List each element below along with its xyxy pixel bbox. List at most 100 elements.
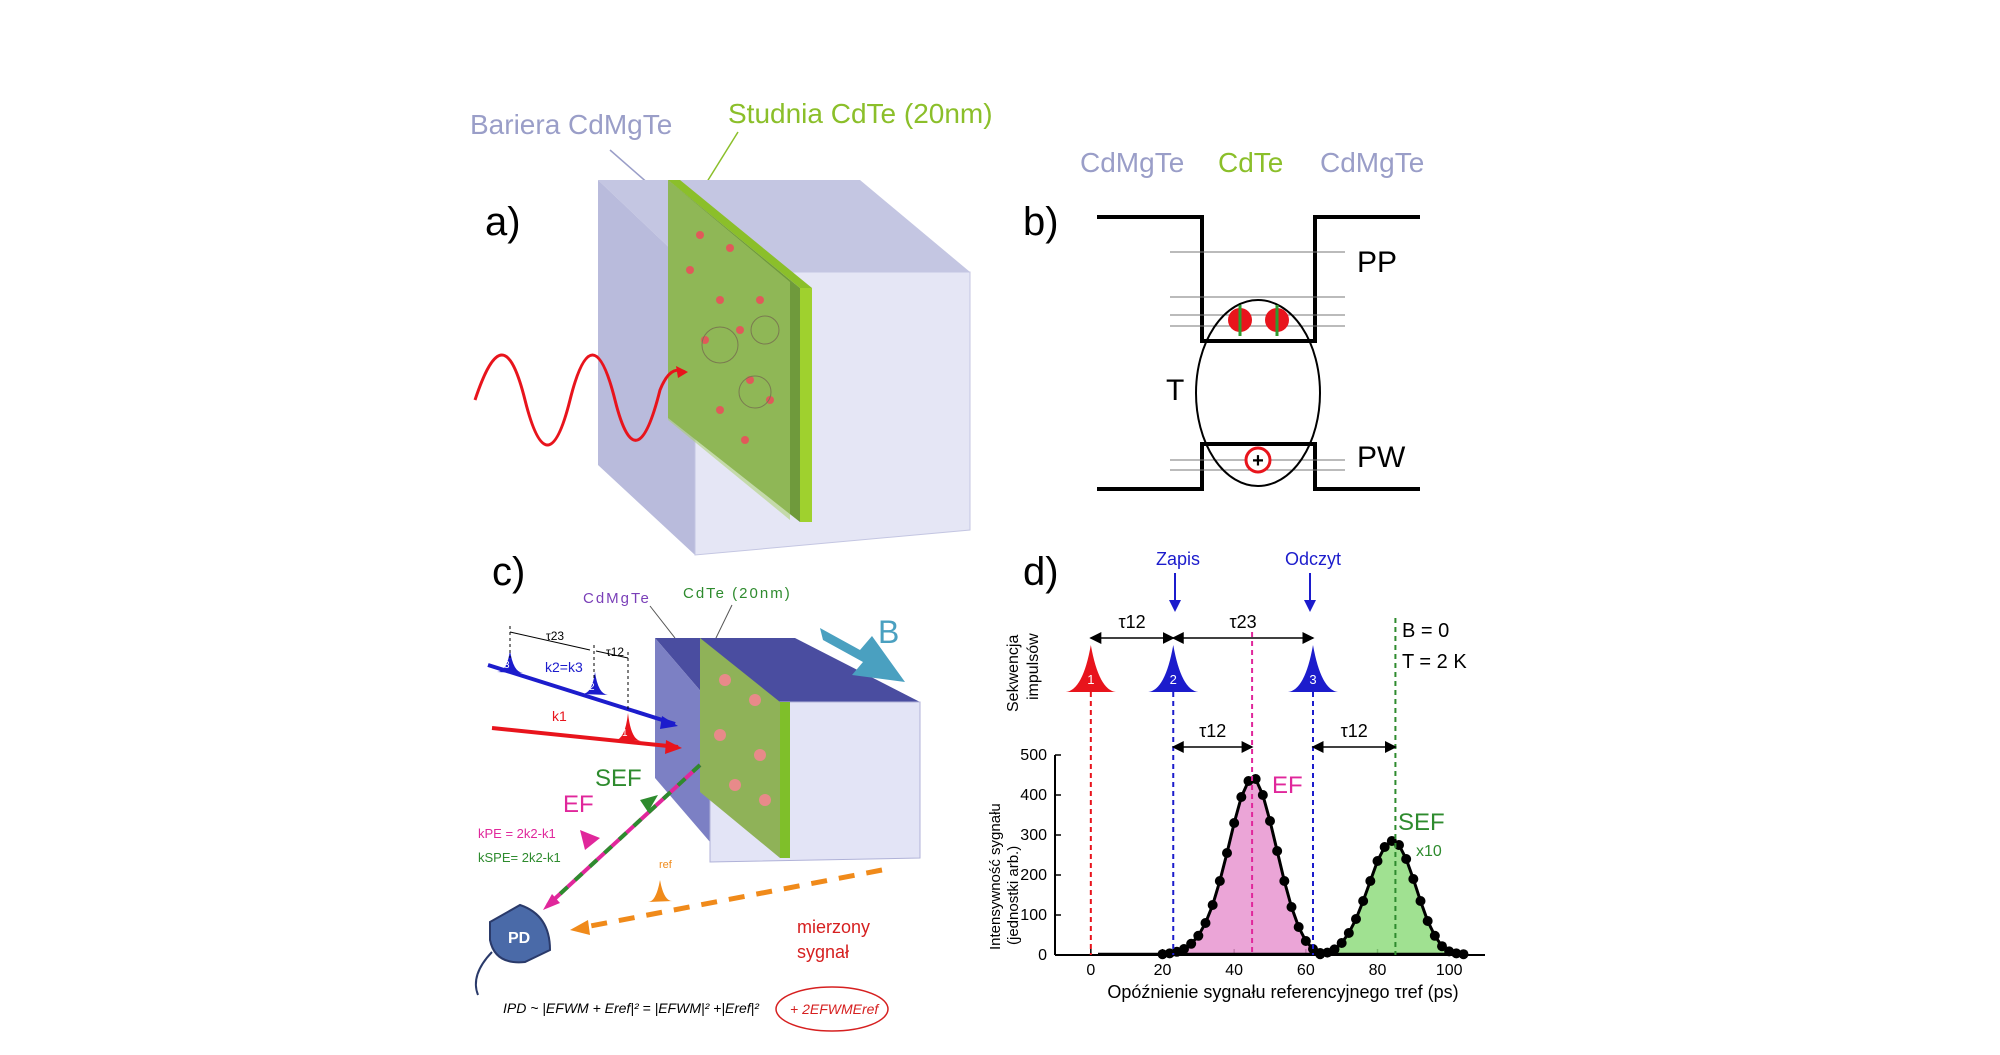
panel-b-letter: b) [1023, 200, 1059, 244]
fwm-head [543, 894, 560, 910]
kspe-label: kSPE= 2k2-k1 [478, 850, 561, 865]
panel-d: d) Zapis Odczyt Sekwencja impulsów B = 0… [987, 549, 1485, 1002]
pd-label: PD [508, 930, 530, 947]
ef-tau12-label: τ12 [1199, 721, 1226, 741]
panel-c: c) CdMgTe CdTe (20nm) B k2=k3 k1 3 2 1 [474, 550, 921, 1032]
photodiode: PD [474, 903, 552, 996]
b-field-arrow [820, 628, 905, 682]
data-point [1365, 876, 1376, 886]
c-tau23: τ23 [546, 629, 564, 643]
well-leader-line [704, 131, 739, 186]
c-well-edge [780, 702, 790, 858]
cb-label: PP [1357, 246, 1397, 279]
seq-pulse-1-num: 1 [1087, 672, 1094, 687]
sef-beam [546, 763, 702, 907]
valence-band [1097, 442, 1420, 491]
data-point [1229, 818, 1240, 828]
y-tick-label: 500 [1020, 747, 1047, 764]
panel-d-letter: d) [1023, 550, 1059, 594]
light-wave [473, 353, 686, 447]
c-pulse-3 [497, 650, 523, 673]
data-point [1214, 876, 1225, 886]
seq-tau23-label: τ23 [1230, 612, 1257, 632]
seq-label-2: impulsów [1025, 633, 1042, 700]
ref-pulse [648, 880, 673, 902]
k2k3-label: k2=k3 [545, 659, 583, 675]
panel-b: b) CdMgTe CdTe CdMgTe + PP PW T [1023, 147, 1424, 491]
c-pulse-2 [582, 672, 608, 695]
hole-symbol: + [1252, 450, 1264, 472]
data-point [1293, 922, 1304, 932]
c-exciton-dots [714, 674, 771, 806]
y-tick-label: 100 [1020, 907, 1047, 924]
data-point [1458, 949, 1469, 960]
seq-tau12-label: τ12 [1118, 612, 1145, 632]
seq-pulse-2 [1148, 645, 1199, 692]
data-point [1193, 930, 1204, 941]
ylabel-2: (jednostki arb.) [1005, 846, 1022, 945]
data-point [1272, 846, 1283, 856]
data-point [1250, 774, 1261, 784]
x-axis-label: Opóźnienie sygnału referencyjnego τref (… [1107, 982, 1458, 1002]
data-point [1329, 944, 1340, 955]
y-tick-label: 200 [1020, 867, 1047, 884]
t-condition: T = 2 K [1402, 651, 1467, 673]
x-tick-label: 80 [1369, 962, 1387, 979]
zapis-arrow-head [1169, 600, 1181, 612]
seq-pulse-3-num: 3 [1309, 672, 1316, 687]
y-tick-label: 0 [1038, 947, 1047, 964]
data-point [1437, 941, 1447, 952]
data-point [1336, 938, 1347, 948]
x-tick-label: 20 [1154, 962, 1172, 979]
measured-label-1: mierzony [797, 917, 870, 937]
light-wave-head [676, 366, 688, 378]
data-point [1379, 842, 1390, 852]
data-point [1286, 902, 1297, 912]
b-field-label: B [878, 614, 899, 650]
c-ef-label: EF [563, 791, 594, 818]
seq-pulse-3 [1288, 645, 1338, 692]
well-slab-glow [668, 180, 790, 520]
panel-a-letter: a) [485, 200, 521, 244]
data-point [1222, 848, 1232, 858]
sef-pulse [640, 795, 658, 812]
mid-material-label: CdTe [1218, 147, 1283, 178]
data-point [1422, 916, 1433, 926]
hole [1244, 446, 1272, 474]
c-sef-label: SEF [595, 765, 642, 792]
conduction-band [1097, 215, 1420, 343]
peak-fill-ef [1162, 779, 1321, 955]
beam-k1 [491, 726, 679, 749]
energy-levels [1170, 251, 1345, 471]
b-condition: B = 0 [1402, 620, 1449, 642]
ef-peak-label: EF [1272, 772, 1303, 799]
c-pulse-1 [615, 713, 641, 741]
data-point [1394, 840, 1404, 850]
data-point [1351, 914, 1361, 924]
c-tau12: τ12 [606, 645, 624, 659]
c-pulse-2-num: 2 [589, 682, 595, 693]
panel-a: a) Bariera CdMgTe Studnia CdTe (20nm) [470, 98, 993, 556]
well-slab-edge [800, 288, 812, 522]
right-material-label: CdMgTe [1320, 147, 1424, 178]
sef-tau12-label: τ12 [1341, 721, 1368, 741]
well-label: Studnia CdTe (20nm) [728, 98, 993, 129]
x-tick-label: 100 [1436, 962, 1463, 979]
data-point [1200, 918, 1211, 928]
ylabel-1: Intensywność sygnału [987, 803, 1004, 950]
beam-k2k3-head [660, 716, 678, 729]
trion-ellipse [1195, 299, 1321, 487]
formula-circ-text: + 2EFWMEref [790, 1001, 880, 1017]
c-pulse-3-num: 3 [504, 660, 510, 671]
data-point [1279, 876, 1290, 886]
seq-pulse-1 [1065, 645, 1116, 692]
data-point [1401, 854, 1412, 864]
cdmgte-leader [649, 605, 676, 639]
odczyt-arrow-head [1304, 600, 1316, 612]
data-point [1257, 790, 1268, 800]
panel-c-letter: c) [492, 550, 525, 594]
beam-k2k3 [487, 663, 676, 726]
seq-label-1: Sekwencja [1005, 635, 1022, 712]
y-tick-label: 300 [1020, 827, 1047, 844]
